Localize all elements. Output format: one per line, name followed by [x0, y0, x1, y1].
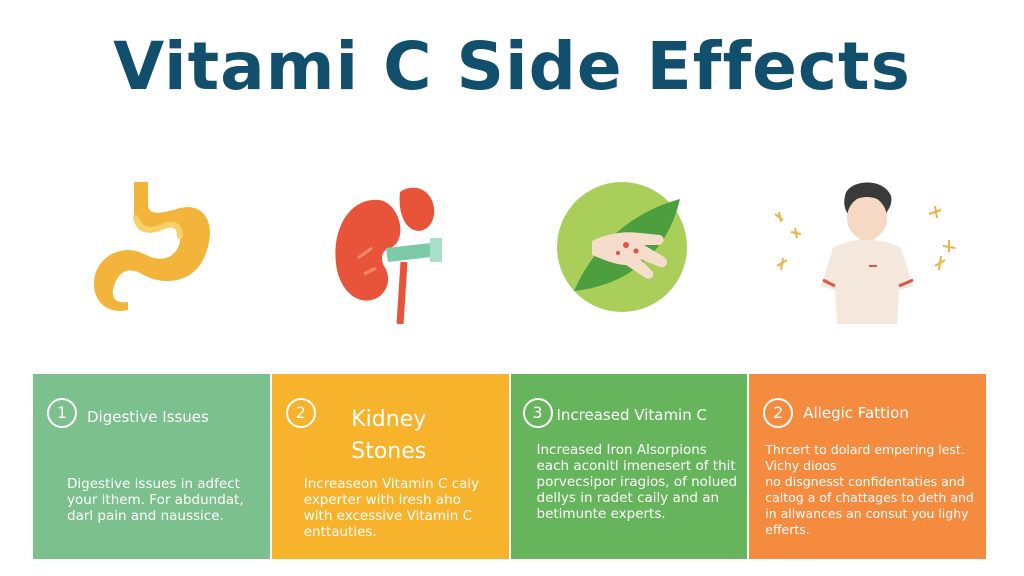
panel-description: Thrcert to dolard empering lest. Vichy d… — [765, 442, 974, 537]
panel-number: 2 — [285, 398, 316, 428]
panel-title: Allegic Fattion — [803, 404, 909, 422]
panel-number: 2 — [763, 398, 794, 428]
panel-increased-vitamin-c: 3 Increased Vitamin C Increased Iron Als… — [510, 374, 750, 559]
person-itching-icon — [765, 176, 970, 324]
kidney-icon — [328, 178, 448, 325]
side-effects-panels: 1 Digestive Issues Digestive issues in a… — [33, 374, 986, 559]
stomach-icon — [88, 174, 218, 314]
panel-kidney-stones: 2 Kidney Stones Increaseon Vitamin C cal… — [271, 374, 511, 559]
panel-allergic-reaction: 2 Allegic Fattion Thrcert to dolard empe… — [749, 374, 986, 559]
panel-description: Digestive issues in adfect your ithem. F… — [67, 476, 244, 524]
hand-rash-icon — [556, 181, 688, 313]
panel-title: Kidney Stones — [351, 407, 427, 464]
panel-description: Increaseon Vitamin C caly experter with … — [303, 476, 480, 540]
panel-digestive-issues: 1 Digestive Issues Digestive issues in a… — [33, 374, 272, 559]
panel-description: Increased Iron Alsorpions each aconitl i… — [536, 442, 738, 522]
panel-number: 1 — [47, 398, 77, 428]
panel-number: 3 — [522, 398, 553, 428]
page-title: Vitami C Side Effects — [113, 28, 911, 105]
panel-title: Digestive Issues — [87, 408, 209, 426]
panel-title: Increased Vitamin C — [556, 406, 707, 424]
